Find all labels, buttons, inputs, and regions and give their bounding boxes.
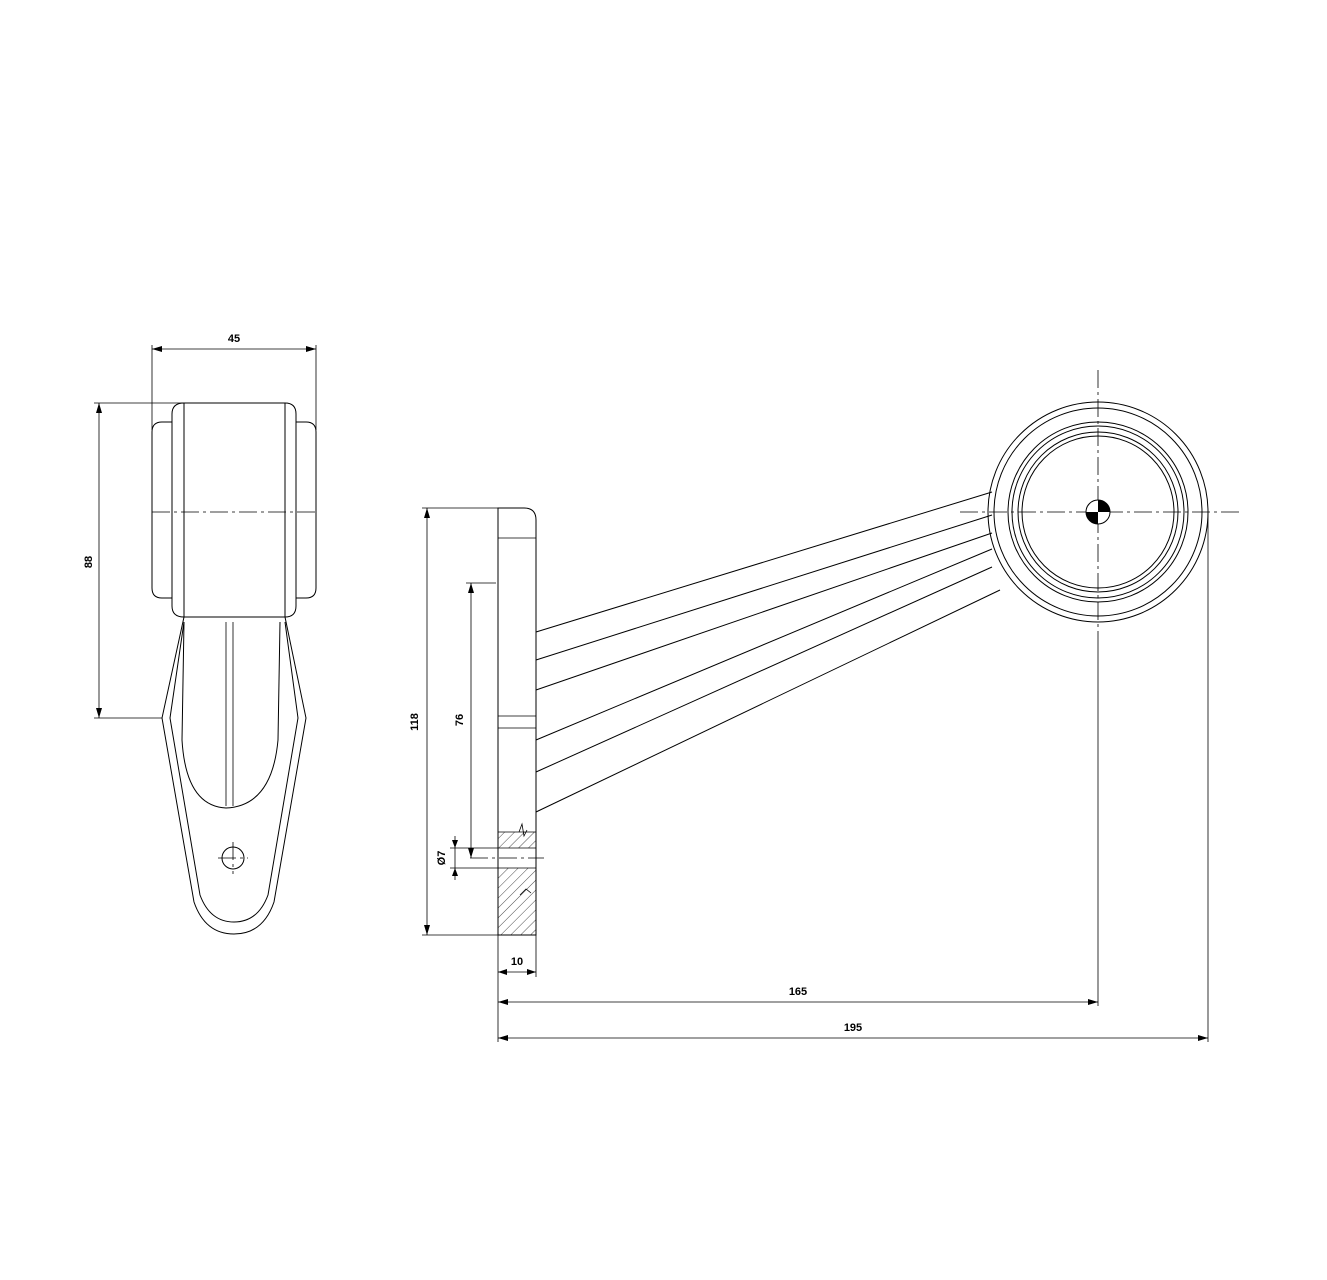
dim-base-thickness: 10 [511,956,523,968]
front-view: 118 76 Ø7 10 165 195 [409,370,1240,1042]
dim-hole-spacing: 76 [454,714,466,726]
dim-hole-diameter: Ø7 [436,851,448,866]
dim-center-distance: 165 [789,986,807,998]
dim-width: 45 [228,333,240,345]
dim-height-side: 88 [83,556,95,568]
side-view: 45 88 [83,333,317,935]
dim-total-length: 195 [844,1022,862,1034]
dim-total-height: 118 [409,713,421,731]
